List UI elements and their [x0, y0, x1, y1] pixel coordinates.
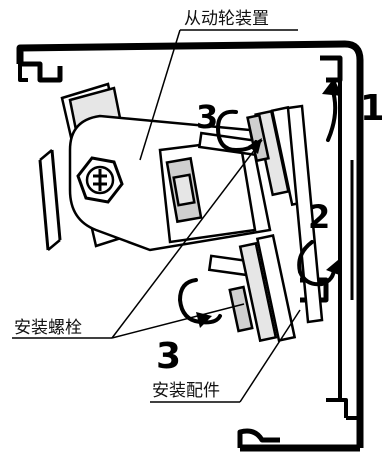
step1-arrowhead	[322, 78, 342, 96]
step-number-1: 1	[360, 88, 382, 129]
leader-lines	[12, 29, 301, 403]
step2-rotation-arrow	[297, 240, 336, 287]
leader-driven-wheel	[139, 29, 181, 161]
label-driven-wheel: 从动轮装置	[184, 9, 269, 29]
aluminum-profile-rail	[16, 40, 364, 452]
step-number-3-bottom: 3	[156, 336, 181, 377]
step3-bottom-rotation-arrow	[177, 278, 222, 325]
step1-slide-arrow	[326, 86, 338, 142]
lower-mounting-bracket	[207, 233, 297, 343]
leader-mounting-part	[239, 309, 301, 403]
label-mounting-part: 安装配件	[152, 381, 220, 401]
step3-top-arrowhead	[248, 138, 262, 154]
rotation-arrows	[177, 78, 342, 328]
axle-hex-nut	[76, 156, 124, 204]
leader-bolt-lower	[111, 303, 245, 339]
label-mounting-bolt: 安装螺栓	[14, 318, 82, 338]
step-number-2: 2	[308, 198, 330, 236]
step3-top-rotation-arrow	[215, 109, 258, 153]
leader-bolt-upper	[111, 139, 263, 339]
step-number-3-top: 3	[196, 98, 218, 136]
step2-arrowhead	[326, 260, 342, 276]
